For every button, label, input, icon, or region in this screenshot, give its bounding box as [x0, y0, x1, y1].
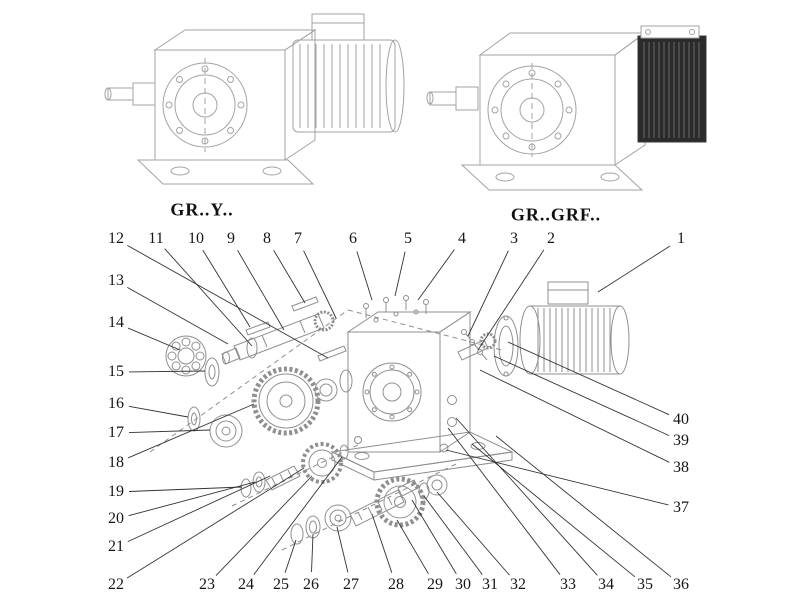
- callout-38: 38: [673, 459, 689, 476]
- callout-35: 35: [637, 576, 653, 593]
- callout-14: 14: [108, 314, 124, 331]
- callout-12: 12: [108, 230, 124, 247]
- callout-18: 18: [108, 454, 124, 471]
- callout-9: 9: [227, 230, 235, 247]
- callout-24: 24: [238, 576, 254, 593]
- callout-32: 32: [510, 576, 526, 593]
- callout-20: 20: [108, 510, 124, 527]
- model-label-gr-grf: GR..GRF..: [510, 204, 602, 225]
- callout-10: 10: [188, 230, 204, 247]
- callout-2: 2: [547, 230, 555, 247]
- callout-17: 17: [108, 424, 124, 441]
- callout-3: 3: [510, 230, 518, 247]
- callout-5: 5: [404, 230, 412, 247]
- callout-21: 21: [108, 538, 124, 555]
- callout-25: 25: [273, 576, 289, 593]
- callout-15: 15: [108, 363, 124, 380]
- leader-lines: [126, 245, 672, 579]
- callout-23: 23: [199, 576, 215, 593]
- callout-30: 30: [455, 576, 471, 593]
- callout-39: 39: [673, 432, 689, 449]
- callout-13: 13: [108, 272, 124, 289]
- gearmotor-left-drawing: [104, 13, 405, 185]
- callout-4: 4: [458, 230, 466, 247]
- callout-11: 11: [148, 230, 164, 247]
- model-label-gr-y: GR..Y..: [170, 199, 234, 220]
- callout-36: 36: [673, 576, 689, 593]
- callout-8: 8: [263, 230, 271, 247]
- callout-31: 31: [482, 576, 498, 593]
- callout-22: 22: [108, 576, 124, 593]
- callout-7: 7: [294, 230, 302, 247]
- callout-16: 16: [108, 395, 124, 412]
- callout-40: 40: [673, 411, 689, 428]
- callout-1: 1: [677, 230, 685, 247]
- callout-33: 33: [560, 576, 576, 593]
- callout-34: 34: [598, 576, 614, 593]
- callout-37: 37: [673, 499, 689, 516]
- callout-27: 27: [343, 576, 359, 593]
- callout-29: 29: [427, 576, 443, 593]
- gearmotor-right-drawing: [426, 25, 707, 191]
- callout-19: 19: [108, 483, 124, 500]
- callout-26: 26: [303, 576, 319, 593]
- exploded-view-drawing: [149, 281, 630, 551]
- callout-28: 28: [388, 576, 404, 593]
- callout-6: 6: [349, 230, 357, 247]
